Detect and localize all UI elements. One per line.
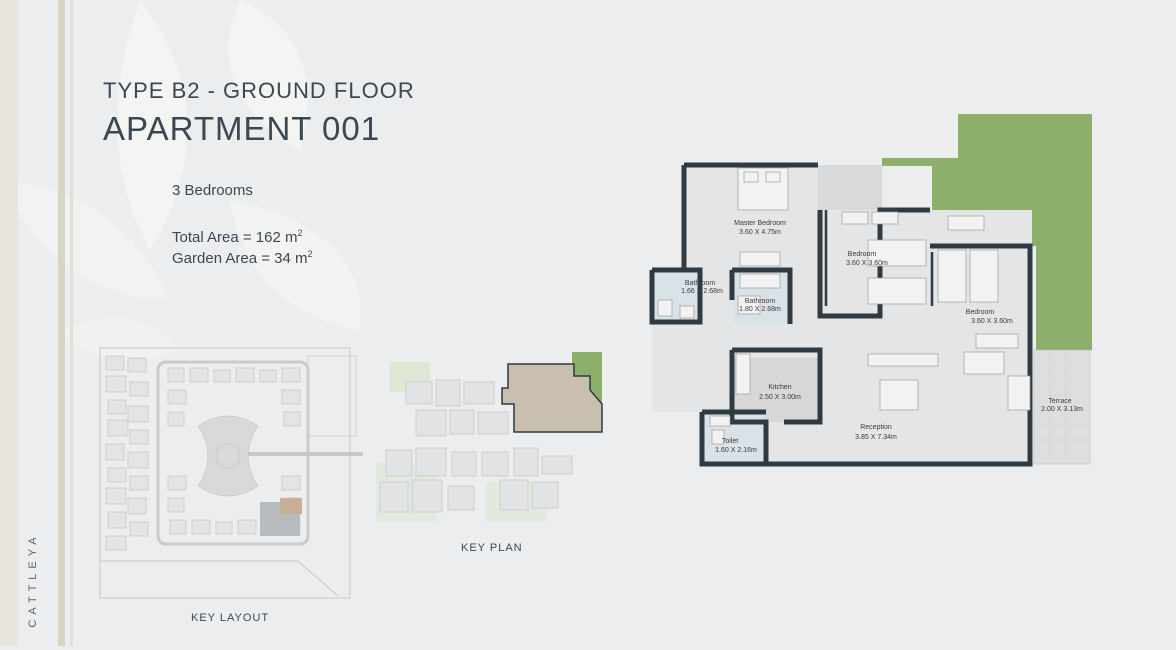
total-area-unit-superscript: 2 (297, 228, 303, 238)
total-area-label: Total Area = 162 m (172, 229, 298, 246)
room-label-toilet: Toilet (722, 438, 738, 445)
room-size-bathroom-2: 1.80 X 2.68m (739, 306, 781, 313)
apartment-title: APARTMENT 001 (103, 110, 381, 147)
bedrooms-count: 3 Bedrooms (172, 182, 253, 199)
terrace-shape (1033, 349, 1091, 465)
room-label-bedroom-2: Bedroom (966, 309, 995, 316)
room-label-bathroom-1: Bathroom (685, 280, 716, 287)
room-size-kitchen: 2.50 X 3.00m (759, 394, 801, 401)
key-plan-caption: KEY PLAN (461, 542, 523, 554)
room-label-bathroom-2: Bathroom (745, 298, 776, 305)
room-label-kitchen: Kitchen (768, 384, 791, 391)
room-label-terrace: Terrace (1048, 398, 1071, 405)
room-label-master-bedroom: Master Bedroom (734, 220, 786, 227)
garden-area: Garden Area = 34 m2 (172, 249, 313, 267)
total-area: Total Area = 162 m2 (172, 228, 303, 246)
floorplan-drawing: Master Bedroom 3.60 X 4.75m Bedroom 3.60… (649, 114, 1092, 467)
room-size-toilet: 1.60 X 2.16m (715, 447, 757, 454)
decorative-stripe-thin (70, 0, 73, 646)
garden-area-label: Garden Area = 34 m (172, 250, 308, 267)
key-layout-map (99, 347, 363, 599)
brand-vertical-text: CATTLEYA (27, 532, 39, 628)
decorative-stripe (58, 0, 65, 646)
room-size-bathroom-1: 1.66 X 2.68m (681, 288, 723, 295)
room-size-bedroom-2: 3.60 X 3.60m (971, 318, 1013, 325)
type-title: TYPE B2 - GROUND FLOOR (103, 78, 415, 103)
room-size-bedroom-1: 3.60 X 3.60m (846, 260, 888, 267)
room-size-reception: 3.85 X 7.34m (855, 434, 897, 441)
room-label-reception: Reception (860, 424, 892, 431)
garden-area-unit-superscript: 2 (307, 249, 313, 259)
room-size-terrace: 2.00 X 3.13m (1041, 406, 1083, 413)
left-side-bar (0, 0, 18, 646)
key-layout-caption: KEY LAYOUT (191, 612, 270, 624)
room-size-master-bedroom: 3.60 X 4.75m (739, 229, 781, 236)
room-label-bedroom-1: Bedroom (848, 251, 877, 258)
key-plan-map (376, 352, 603, 522)
